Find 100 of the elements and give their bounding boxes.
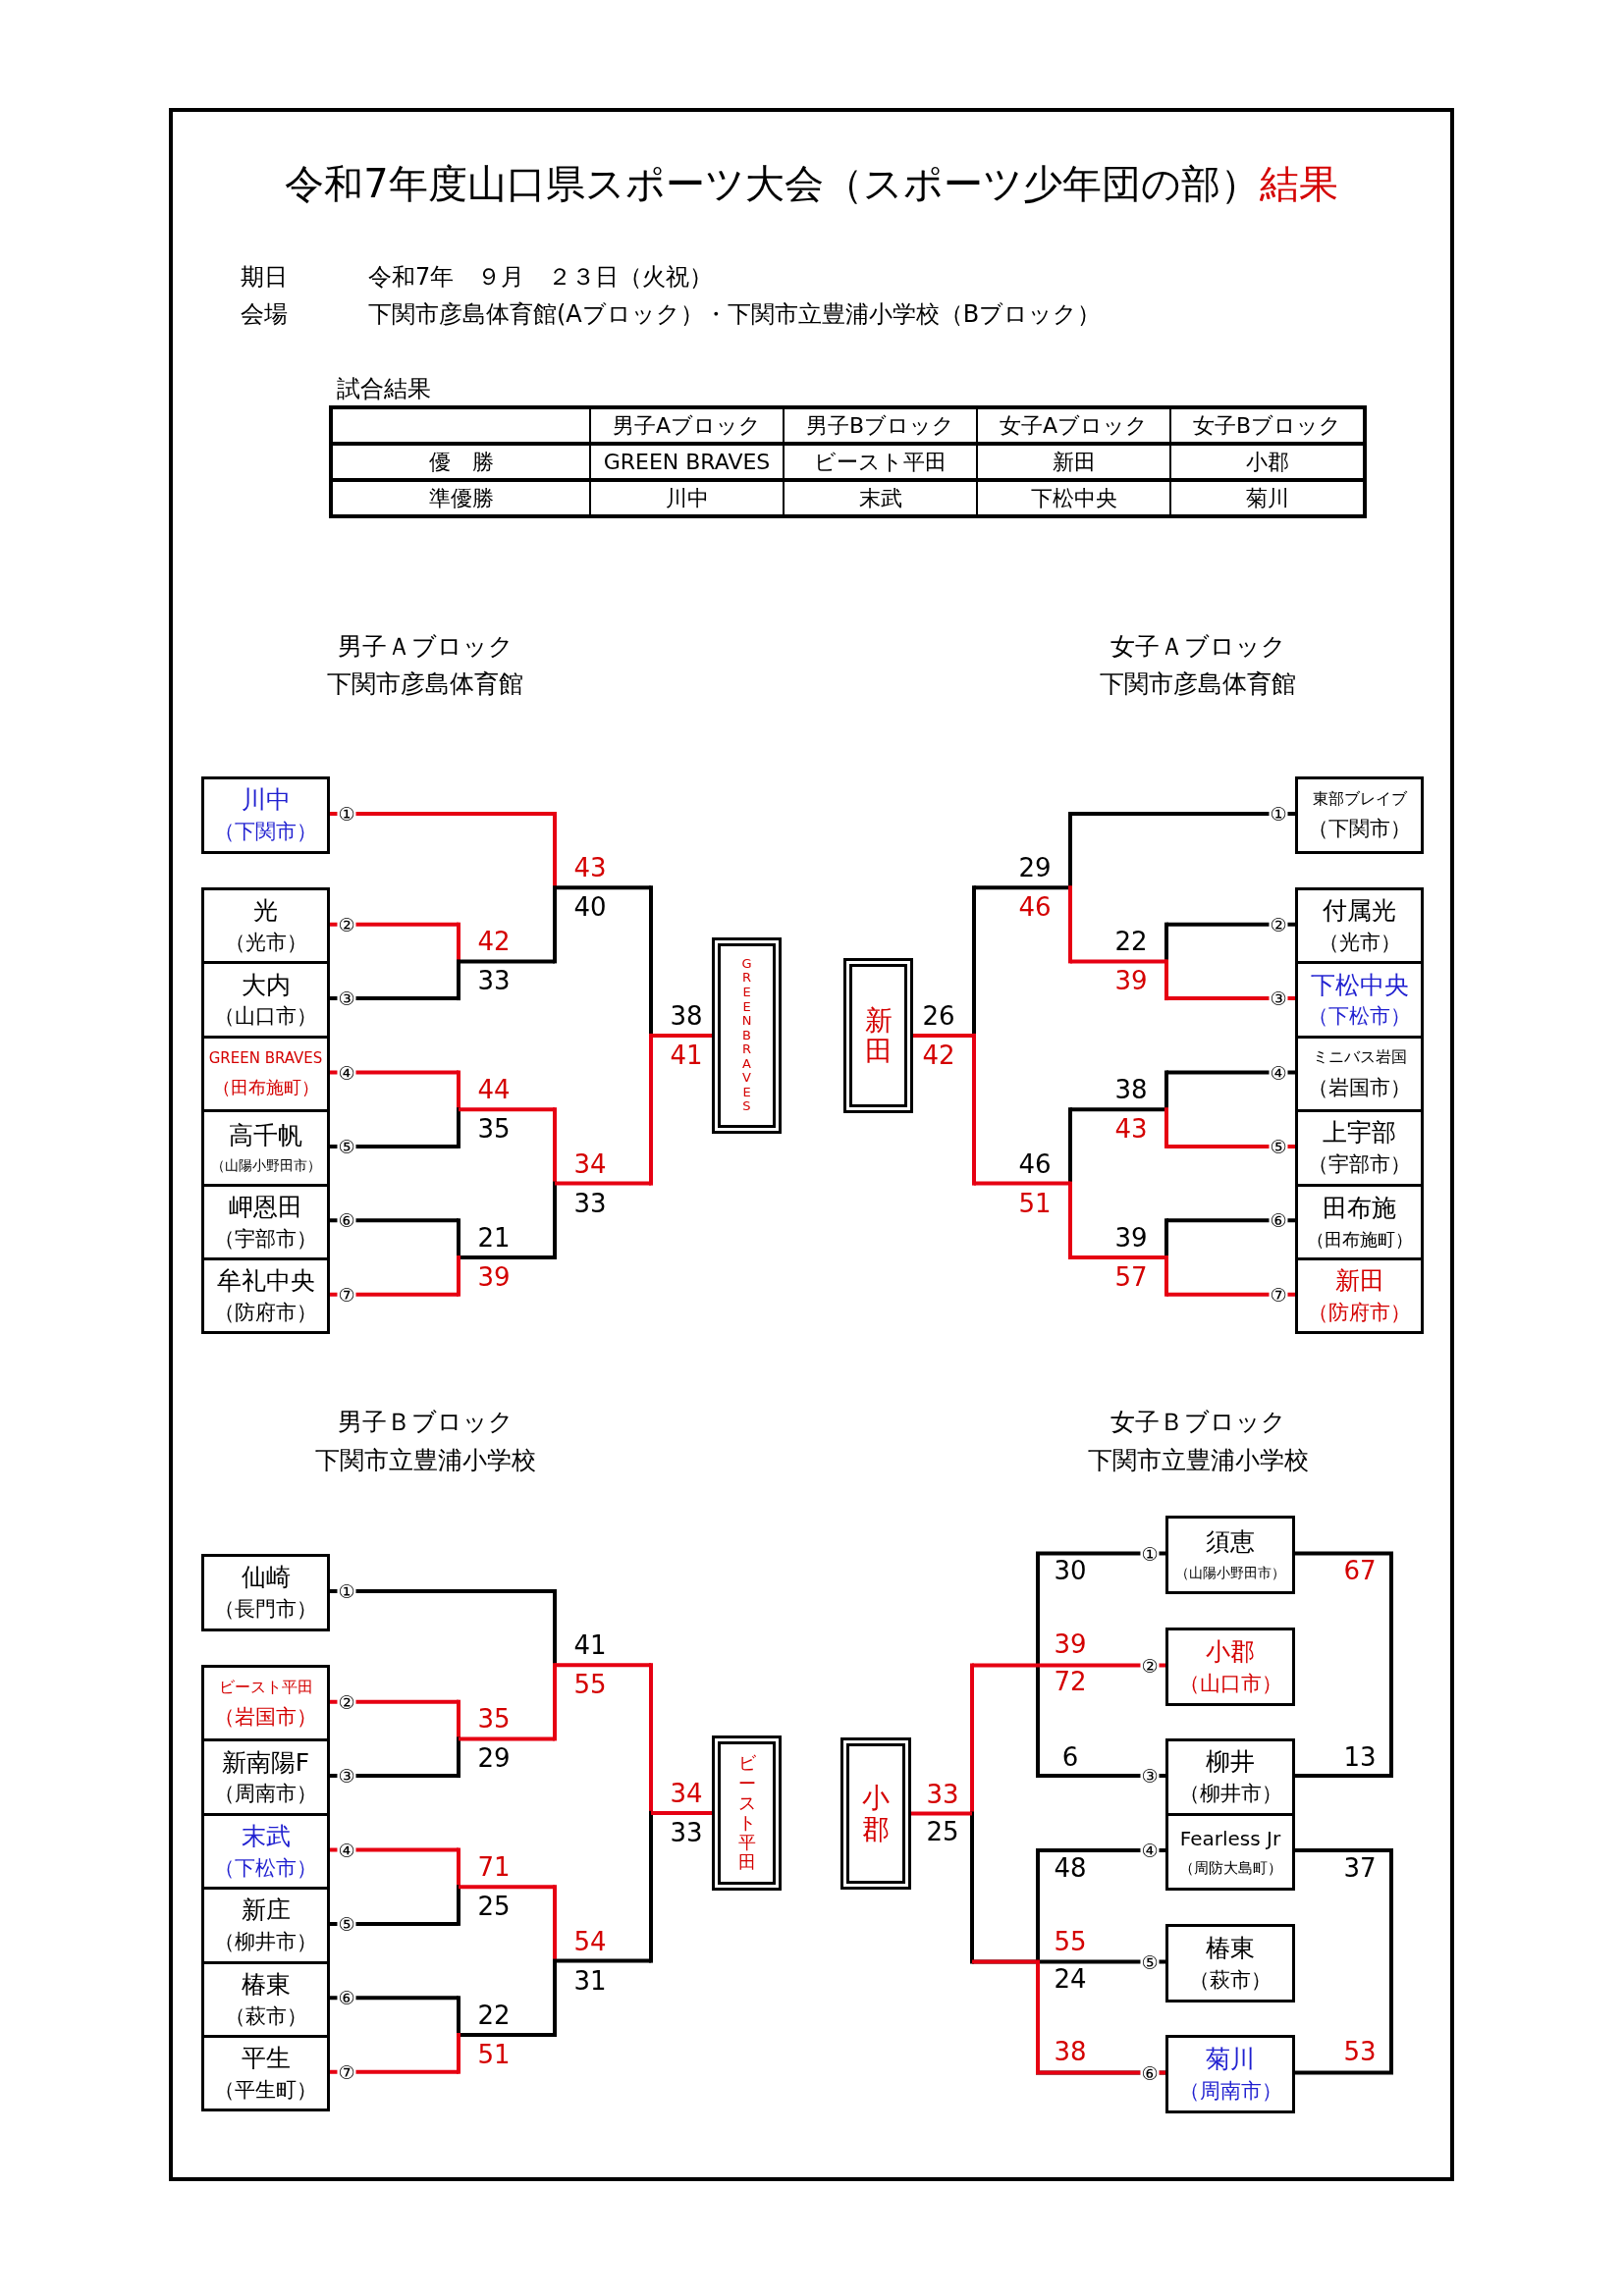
seed-number: ⑤ — [337, 1137, 356, 1156]
team-city: （萩市） — [1189, 1969, 1272, 1993]
score: 25 — [477, 1894, 511, 1920]
score: 39 — [1054, 1631, 1087, 1657]
bracket-line — [555, 1181, 651, 1186]
bracket-line — [330, 812, 555, 816]
score: 67 — [1343, 1558, 1377, 1583]
seed-number: ⑤ — [1140, 1952, 1160, 1971]
seed-number: ④ — [1269, 1063, 1288, 1082]
score: 35 — [477, 1706, 511, 1733]
team-name: GREEN BRAVES — [208, 1049, 323, 1067]
seed-number: ② — [337, 915, 356, 934]
block-heading: 男子Ａブロック — [337, 630, 514, 663]
team-name: 新田 — [1334, 1267, 1384, 1295]
block-heading: 女子Ｂブロック — [1110, 1406, 1286, 1438]
team-name: 柳井 — [1206, 1748, 1255, 1776]
score: 72 — [1054, 1669, 1087, 1694]
team-name: 新庄 — [241, 1896, 291, 1924]
team-box — [1165, 1516, 1295, 1594]
venue-name: 下関市立豊浦小学校 — [314, 1444, 536, 1476]
bracket-line — [330, 996, 459, 1001]
field-label: 期日 — [241, 262, 288, 293]
bracket-bar — [1164, 1070, 1168, 1148]
bracket-line — [330, 1847, 459, 1852]
team-name: 仙崎 — [241, 1564, 291, 1591]
score: 34 — [670, 1780, 703, 1806]
bracket-line — [913, 1033, 974, 1038]
score: 46 — [1018, 1150, 1052, 1177]
score: 31 — [573, 1967, 607, 1994]
team-box — [201, 1554, 330, 1631]
bracket-line — [555, 1663, 651, 1668]
champion-box — [843, 957, 913, 1113]
score: 6 — [1061, 1744, 1079, 1770]
team-name: 菊川 — [1206, 2045, 1255, 2073]
bracket-line — [330, 1996, 459, 2001]
score: 54 — [573, 1928, 607, 1954]
bracket-bar — [970, 1663, 974, 1964]
bracket-bar — [553, 1885, 557, 2037]
score: 37 — [1343, 1855, 1377, 1881]
bracket-line — [1070, 1107, 1166, 1112]
bracket-bar — [972, 885, 976, 1186]
seed-number: ① — [1140, 1544, 1160, 1563]
team-city: （光市） — [224, 932, 307, 955]
bracket-line — [330, 1292, 459, 1297]
score: 41 — [573, 1632, 607, 1659]
team-city: （宇部市） — [1308, 1153, 1411, 1177]
bracket-bar — [457, 1218, 460, 1297]
seed-number: ⑦ — [1269, 1285, 1288, 1305]
page-title: 令和7年度山口県スポーツ大会（スポーツ少年団の部）結果 — [284, 160, 1339, 208]
seed-number: ① — [337, 1581, 356, 1601]
team-city: （山口市） — [1178, 1673, 1282, 1696]
score: 24 — [1054, 1966, 1087, 1992]
team-name: 椿東 — [1206, 1934, 1255, 1962]
team-city: （宇部市） — [214, 1227, 317, 1251]
bracket-line — [330, 1589, 555, 1593]
score: 13 — [1343, 1744, 1377, 1770]
team-box — [1165, 1628, 1295, 1706]
seed-number: ③ — [337, 1766, 356, 1786]
team-name: 小郡 — [1206, 1637, 1255, 1666]
team-city: （周防大島町） — [1178, 1860, 1282, 1877]
score: 22 — [1114, 929, 1148, 955]
team-box — [201, 961, 330, 1039]
score: 41 — [670, 1041, 703, 1068]
score: 39 — [477, 1264, 511, 1290]
bracket-line — [330, 1070, 459, 1075]
champion-box — [712, 1735, 782, 1891]
bracket-bar — [457, 1070, 460, 1148]
bracket-bar — [649, 885, 653, 1186]
score: 42 — [477, 929, 511, 955]
score: 25 — [926, 1819, 959, 1844]
bracket-bar — [1068, 1107, 1072, 1259]
team-box — [1165, 1924, 1295, 2002]
bracket-line — [1036, 1551, 1165, 1778]
bracket-line — [330, 1921, 459, 1926]
team-box — [201, 776, 330, 854]
venue-name: 下関市立豊浦小学校 — [1087, 1444, 1309, 1476]
score: 53 — [1343, 2039, 1377, 2064]
bracket-line — [974, 1181, 1070, 1186]
team-city: （柳井市） — [214, 1931, 317, 1954]
team-name: ミニバス岩国 — [1312, 1048, 1407, 1066]
date-text: 令和7年 ９月 ２３日（火祝） — [368, 262, 714, 293]
team-box — [1165, 2035, 1295, 2113]
score: 71 — [477, 1854, 511, 1881]
score: 38 — [670, 1002, 703, 1029]
score: 51 — [477, 2042, 511, 2067]
bracket-bar — [1068, 812, 1072, 964]
score: 22 — [477, 2002, 511, 2028]
score: 48 — [1054, 1855, 1087, 1881]
team-city: （防府市） — [214, 1302, 317, 1325]
seed-number: ① — [337, 804, 356, 824]
score: 29 — [1018, 855, 1052, 881]
team-city: （岩国市） — [1308, 1076, 1411, 1099]
team-city: （山口市） — [214, 1005, 317, 1029]
bracket-line — [555, 885, 651, 890]
seed-number: ⑤ — [1269, 1137, 1288, 1156]
team-name: 東部ブレイブ — [1312, 789, 1407, 808]
seed-number: ③ — [1269, 988, 1288, 1008]
team-name: 椿東 — [241, 1970, 291, 1999]
bracket-line — [330, 1774, 459, 1779]
bracket-line — [459, 1885, 555, 1890]
